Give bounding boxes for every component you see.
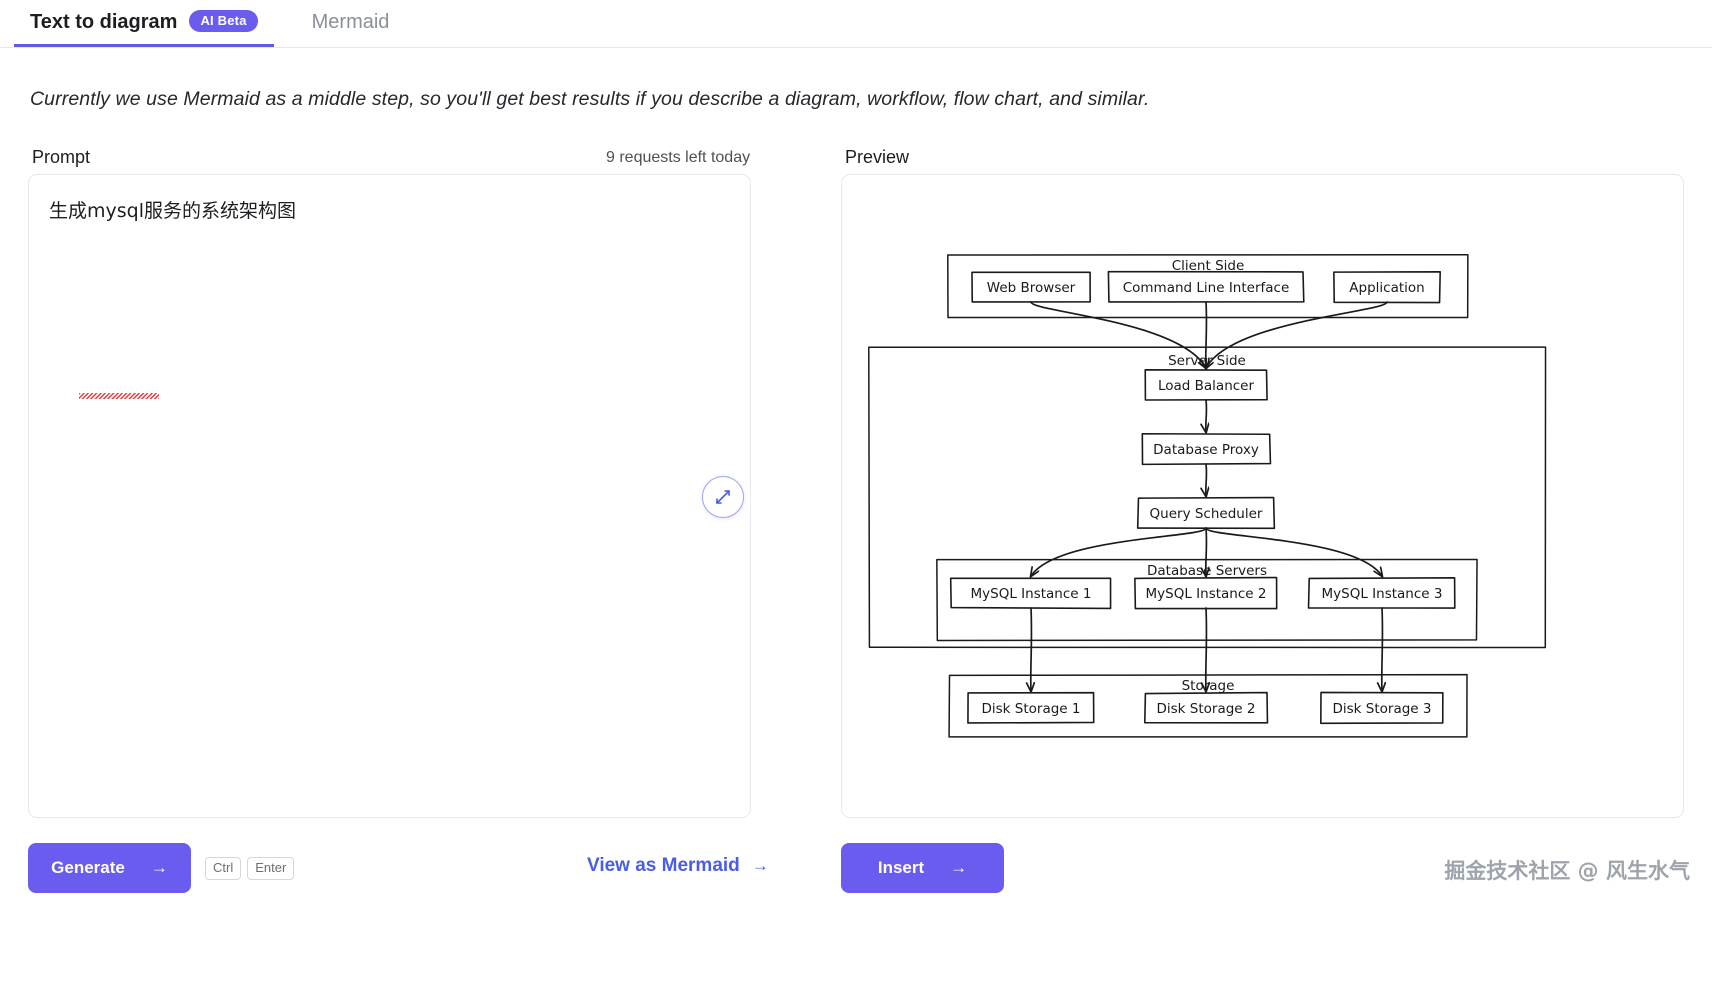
node-label: Disk Storage 2	[1157, 701, 1256, 717]
node-label: Disk Storage 3	[1333, 701, 1432, 717]
arrow-right-icon: →	[950, 858, 967, 878]
arrow-right-icon: →	[752, 856, 769, 876]
diagram-node: Disk Storage 3	[1321, 692, 1443, 723]
node-label: MySQL Instance 3	[1322, 586, 1443, 602]
group-label-dbs: Database Servers	[1147, 563, 1267, 579]
diagram-node: Database Proxy	[1142, 434, 1270, 465]
node-label: Disk Storage 1	[982, 701, 1081, 717]
diagram-node: MySQL Instance 3	[1309, 578, 1455, 608]
generate-label: Generate	[51, 858, 125, 878]
kbd-ctrl: Ctrl	[205, 857, 241, 880]
diagram-node: MySQL Instance 1	[951, 578, 1111, 608]
node-label: MySQL Instance 2	[1146, 586, 1267, 602]
diagram-node: Load Balancer	[1145, 370, 1267, 400]
view-as-mermaid-label: View as Mermaid	[587, 855, 740, 877]
diagram-node: Web Browser	[972, 272, 1090, 302]
diagram-node: Query Scheduler	[1138, 498, 1275, 529]
tab-bar: Text to diagram AI Beta Mermaid	[0, 0, 1712, 48]
kbd-enter: Enter	[247, 857, 294, 880]
group-label-store: Storage	[1182, 678, 1235, 694]
spellcheck-underline	[79, 393, 159, 399]
insert-label: Insert	[878, 858, 924, 878]
node-label: Load Balancer	[1158, 378, 1255, 394]
diagram-node: Disk Storage 2	[1145, 693, 1268, 723]
tab-mermaid-label: Mermaid	[312, 11, 390, 34]
diagram-node: Disk Storage 1	[968, 693, 1094, 723]
node-label: MySQL Instance 1	[971, 586, 1092, 602]
keyboard-shortcut-hint: Ctrl Enter	[205, 857, 294, 880]
diagram-node: Command Line Interface	[1108, 272, 1303, 302]
tab-text-to-diagram[interactable]: Text to diagram AI Beta	[14, 0, 274, 47]
diagram-node: Application	[1334, 272, 1440, 303]
prompt-value: 生成mysql服务的系统架构图	[49, 197, 729, 226]
tab-mermaid[interactable]: Mermaid	[296, 0, 406, 47]
preview-header: Preview	[845, 147, 909, 168]
subtitle-text: Currently we use Mermaid as a middle ste…	[30, 88, 1149, 111]
view-as-mermaid-link[interactable]: View as Mermaid →	[587, 855, 769, 877]
prompt-textarea[interactable]: 生成mysql服务的系统架构图	[28, 174, 751, 818]
node-label: Command Line Interface	[1123, 280, 1290, 296]
watermark: 掘金技术社区 @ 风生水气	[1444, 855, 1690, 885]
requests-left-counter: 9 requests left today	[606, 149, 750, 167]
node-label: Application	[1349, 280, 1424, 296]
generate-button[interactable]: Generate →	[28, 843, 191, 893]
node-label: Query Scheduler	[1150, 506, 1263, 522]
expand-icon[interactable]	[702, 476, 744, 518]
node-label: Database Proxy	[1153, 442, 1259, 458]
ai-beta-badge: AI Beta	[189, 10, 257, 32]
architecture-diagram: Client SideServer SideDatabase ServersSt…	[842, 175, 1684, 818]
arrow-right-icon: →	[151, 858, 168, 878]
prompt-header: Prompt	[32, 147, 90, 168]
node-label: Web Browser	[987, 280, 1076, 296]
tab-text-to-diagram-label: Text to diagram	[30, 11, 177, 34]
diagram-node: MySQL Instance 2	[1135, 578, 1277, 609]
insert-button[interactable]: Insert →	[841, 843, 1004, 893]
preview-panel[interactable]: Client SideServer SideDatabase ServersSt…	[841, 174, 1684, 818]
